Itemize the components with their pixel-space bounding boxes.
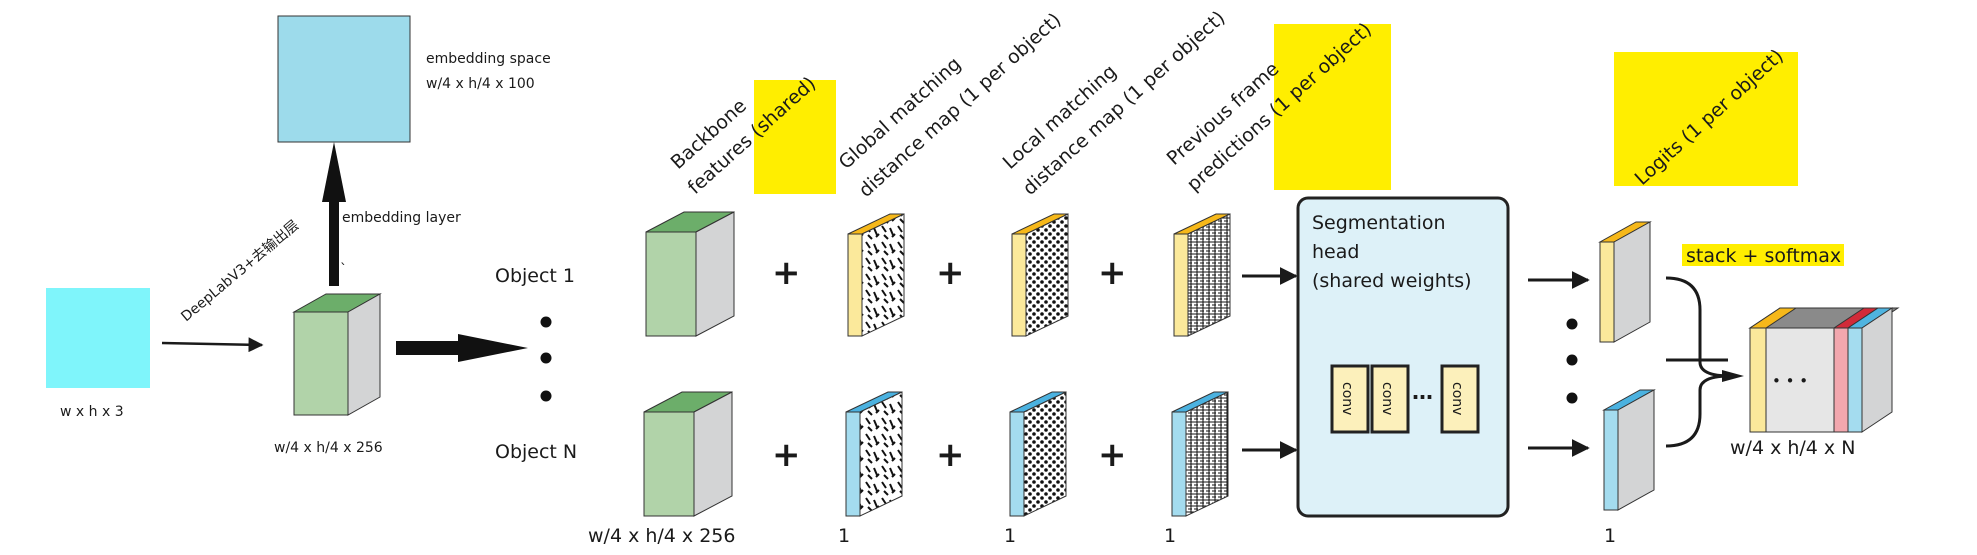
- feature-cube: [292, 293, 382, 416]
- conv-label-1: conv: [1339, 382, 1355, 415]
- embedding-tick: `: [340, 262, 347, 278]
- local-map-object-n: [1009, 391, 1067, 517]
- plus-nb: +: [936, 435, 965, 475]
- output-size-label: w/4 x h/4 x N: [1730, 437, 1855, 459]
- highlights: [754, 24, 1844, 266]
- backbone-cube-object-n: [643, 391, 733, 517]
- conv-block-2: conv: [1370, 364, 1410, 434]
- conv-label-3: conv: [1449, 382, 1465, 415]
- embedding-space: [277, 15, 411, 143]
- conv-ellipsis: …: [1412, 380, 1433, 404]
- segmentation-head: Segmentation head (shared weights) conv …: [1296, 196, 1510, 518]
- backbone-arrow: [161, 337, 264, 353]
- merge-brace: [1665, 276, 1744, 448]
- stack-softmax-label: stack + softmax: [1686, 245, 1841, 267]
- input-size-label: w x h x 3: [60, 404, 124, 420]
- plus-1b: +: [936, 253, 965, 293]
- object-dots: [540, 316, 552, 402]
- logit-dots: [1566, 318, 1578, 404]
- embedding-arrow: [322, 142, 346, 286]
- highlight-shared: [754, 80, 836, 194]
- object-first-label: Object 1: [495, 265, 575, 287]
- embedding-space-title: embedding space: [426, 51, 551, 67]
- row-object-1: + + +: [645, 211, 1298, 337]
- global-map-object-n: [845, 391, 903, 517]
- channel-count-local: 1: [1004, 525, 1016, 547]
- backbone-label: DeepLabV3+去输出层: [178, 217, 302, 325]
- object-last-label: Object N: [495, 441, 577, 463]
- channel-count-prev: 1: [1164, 525, 1176, 547]
- plus-na: +: [772, 435, 801, 475]
- feature-size-label: w/4 x h/4 x 256: [274, 440, 383, 456]
- output-dots: • • •: [1772, 372, 1808, 390]
- row-object-n: + + +: [643, 391, 1298, 517]
- fanout-arrow: [396, 334, 528, 362]
- conv-block-3: conv: [1440, 364, 1480, 434]
- logit-object-n: [1602, 389, 1656, 511]
- embedding-layer-label: embedding layer: [342, 210, 461, 226]
- logit-object-1: [1598, 221, 1652, 343]
- plus-1c: +: [1098, 253, 1127, 293]
- prev-frame-object-n: [1171, 391, 1229, 517]
- head-title-3: (shared weights): [1312, 270, 1472, 292]
- plus-nc: +: [1098, 435, 1127, 475]
- highlight-prev-frame: [1274, 24, 1391, 190]
- highlight-stack-softmax: [1682, 244, 1844, 266]
- conv-label-2: conv: [1379, 382, 1395, 415]
- local-map-object-1: [1011, 213, 1069, 337]
- highlight-logits: [1614, 52, 1798, 186]
- head-title-1: Segmentation: [1312, 212, 1446, 234]
- channel-count-global: 1: [838, 525, 850, 547]
- prev-frame-object-1: [1173, 213, 1231, 337]
- input-image: [46, 288, 150, 388]
- conv-block-1: conv: [1330, 364, 1370, 434]
- head-title-2: head: [1312, 241, 1359, 263]
- embedding-space-size: w/4 x h/4 x 100: [426, 76, 535, 92]
- plus-1a: +: [772, 253, 801, 293]
- backbone-cube-object-1: [645, 211, 735, 337]
- bottom-feature-size: w/4 x h/4 x 256: [588, 525, 735, 547]
- output-volume: • • •: [1748, 307, 1900, 433]
- channel-count-logits: 1: [1604, 525, 1616, 547]
- global-map-object-1: [847, 213, 905, 337]
